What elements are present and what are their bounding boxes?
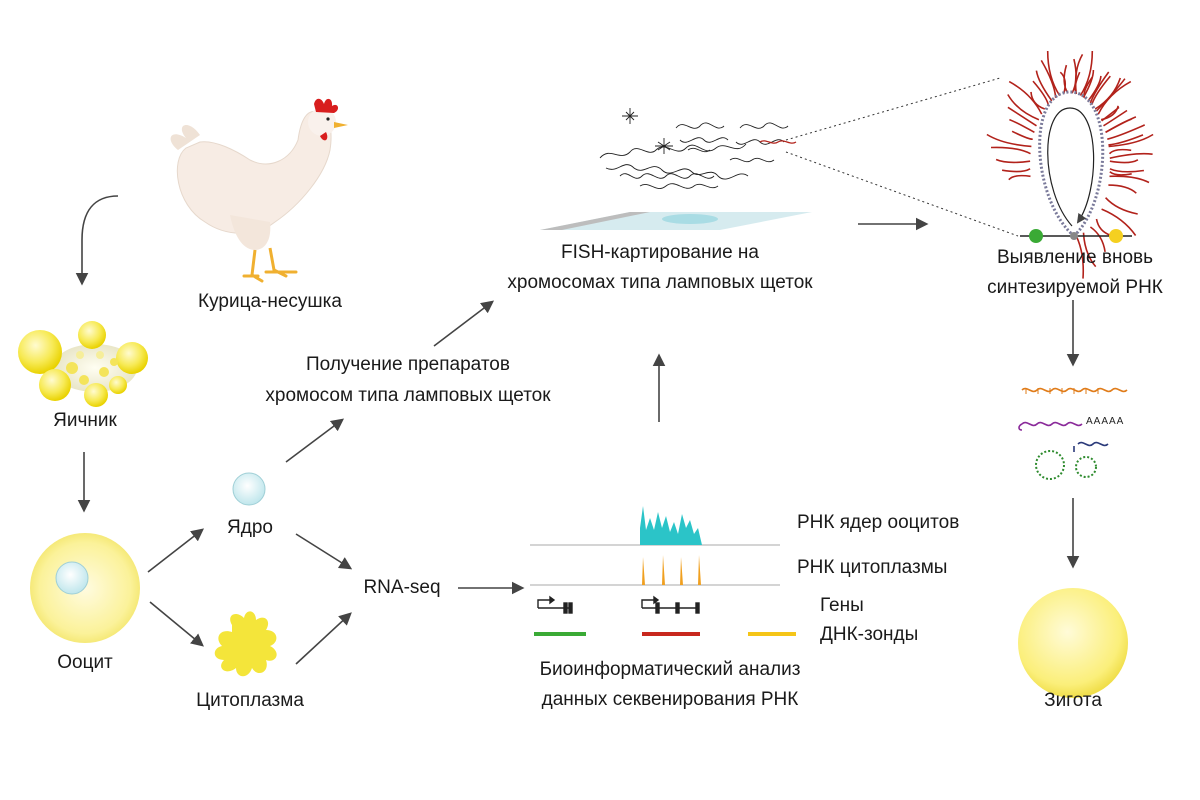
fish-label-line2: хромосомах типа ламповых щеток: [507, 272, 813, 293]
rna-molecules-illustration: [1018, 387, 1128, 480]
rna-transcript-hair: [1108, 133, 1154, 148]
probe-green-dot: [1029, 229, 1043, 243]
oocyte-label: Ооцит: [57, 652, 113, 673]
rna-transcript-hair: [1001, 168, 1031, 173]
rna-transcript-hair: [986, 133, 1032, 148]
rna-transcript-hair: [1059, 71, 1067, 95]
rna-transcript-hair: [1008, 174, 1031, 181]
track-cyto-signal: [642, 555, 701, 585]
arrow-oocyte-to-cytoplasm: [149, 601, 204, 647]
arrow-nucleus-to-prep: [285, 418, 345, 463]
rna-transcript-hair: [1101, 106, 1120, 122]
arrow-cytoplasm-to-rnaseq: [295, 612, 352, 665]
rna-transcript-hair: [1105, 118, 1132, 133]
ovary-label: Яичник: [53, 410, 117, 431]
rna-transcript-hair: [1109, 159, 1139, 164]
probes-label: ДНК-зонды: [820, 624, 919, 645]
probe-yellow-dot: [1109, 229, 1123, 243]
oocyte-illustration: [30, 533, 140, 643]
zygote-illustration: [1018, 588, 1128, 698]
rna-transcript-hair: [1109, 171, 1132, 176]
rna-transcript-hair: [1075, 235, 1085, 279]
arrow-prep-to-fish: [433, 300, 495, 347]
detect-label-line2: синтезируемой РНК: [987, 277, 1163, 298]
prep-label-line1: Получение препаратов: [306, 354, 510, 375]
arrow-nucleus-to-rnaseq: [295, 533, 353, 570]
rna-transcript-hair: [1109, 152, 1153, 159]
rna-transcript-hair: [1007, 94, 1040, 121]
rna-transcript-hair: [1109, 168, 1145, 173]
track-cyto-label: РНК цитоплазмы: [797, 557, 948, 578]
rna-transcript-hair: [1095, 78, 1126, 112]
rna-transcript-hair: [1009, 118, 1035, 133]
rna-transcript-hair: [1089, 71, 1110, 104]
probe-green-bar: [534, 632, 586, 636]
cytoplasm-icon: [214, 611, 277, 677]
rna-transcript-hair: [1108, 148, 1132, 155]
fish-slide-illustration: [540, 77, 1019, 237]
prep-label-line2: хромосом типа ламповых щеток: [265, 385, 551, 406]
rna-transcript-hair: [1108, 134, 1144, 146]
genome-tracks: [530, 506, 796, 636]
rna-transcript-hair: [1108, 184, 1137, 194]
rna-transcript-hair: [1101, 208, 1137, 236]
rna-transcript-hair: [1103, 109, 1128, 127]
lampbrush-loop-illustration: [986, 50, 1154, 279]
rna-transcript-hair: [990, 146, 1031, 155]
rna-transcript-hair: [1097, 80, 1132, 115]
nucleus-label: Ядро: [227, 517, 273, 538]
rna-transcript-hair: [1089, 226, 1106, 253]
gene-models: [537, 595, 700, 614]
rna-transcript-hair: [1087, 75, 1102, 102]
rna-transcript-hair: [1105, 197, 1138, 215]
bioinfo-label-line1: Биоинформатический анализ: [539, 659, 801, 680]
hen-illustration: [170, 98, 348, 283]
rna-transcript-hair: [1032, 80, 1049, 105]
bioinfo-label-line2: данных секвенирования РНК: [541, 689, 799, 710]
rna-transcript-hair: [1091, 75, 1111, 105]
zygote-label: Зигота: [1044, 690, 1102, 711]
ovary-illustration: [18, 321, 148, 407]
nucleus-icon: [232, 472, 266, 506]
rna-transcript-hair: [1079, 50, 1094, 96]
rna-transcript-hair: [1082, 69, 1095, 98]
rna-transcript-hair: [1030, 91, 1046, 110]
rna-transcript-hair: [995, 158, 1031, 164]
detect-label-line1: Выявление вновь: [996, 247, 1154, 268]
track-nuclear-label: РНК ядер ооцитов: [797, 512, 960, 533]
track-nuclear-signal: [640, 506, 702, 545]
polya-label: AAAAA: [1086, 416, 1125, 427]
probe-red-bar: [642, 632, 700, 636]
arrow-hen-to-ovary: [75, 195, 119, 286]
rna-transcript-hair: [1107, 124, 1146, 140]
genes-label: Гены: [820, 595, 864, 616]
comb-icon: [314, 98, 339, 113]
rna-transcript-hair: [1046, 50, 1061, 96]
fish-label-line1: FISH-картирование на: [561, 242, 759, 263]
rnaseq-label: RNA-seq: [363, 577, 441, 598]
rna-transcript-hair: [1035, 70, 1053, 102]
rna-transcript-hair: [1109, 175, 1150, 184]
rna-transcript-hair: [1007, 106, 1037, 127]
probe-yellow-bar: [748, 632, 796, 636]
rna-transcript-hair: [1095, 218, 1112, 237]
arrow-oocyte-to-nucleus: [147, 528, 205, 573]
rna-transcript-hair: [1011, 130, 1033, 140]
cytoplasm-label: Цитоплазма: [196, 690, 304, 711]
hen-label: Курица-несушка: [198, 291, 342, 312]
rna-transcript-hair: [1008, 80, 1043, 115]
